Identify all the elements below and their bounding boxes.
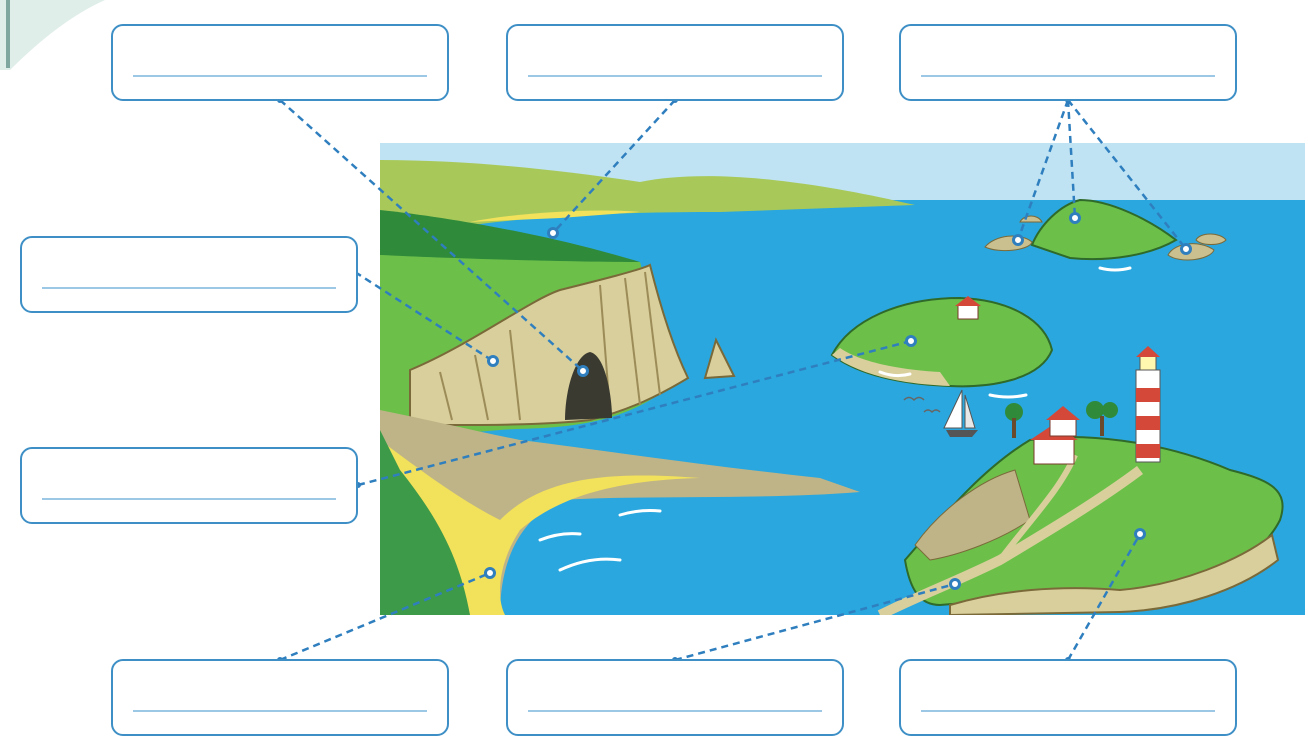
lighthouse-icon [1135,346,1161,463]
answer-line [133,710,427,712]
far-headland [380,160,915,226]
leader-lines [279,99,1187,662]
leader-box-top-left [279,99,584,372]
answer-line [921,75,1215,77]
seagull-icon [903,396,941,414]
waves [538,266,1132,572]
label-box-bottom-right[interactable] [899,659,1237,736]
trees [1005,401,1118,438]
leader-box-top-right-a [1016,99,1070,241]
archipelago-islet-small [1195,233,1227,245]
label-box-middle-left-upper[interactable] [20,236,358,313]
dot-peninsula [1134,528,1146,540]
dot-bay [547,227,559,239]
leader-box-top-center [552,99,676,234]
corner-decoration [0,0,105,70]
dot-beach [484,567,496,579]
answer-line [42,498,336,500]
house-icon [1030,406,1080,465]
island-house-icon [955,296,981,320]
answer-line [528,710,822,712]
target-dots [484,212,1192,590]
answer-line [528,75,822,77]
answer-line [42,287,336,289]
answer-line [133,75,427,77]
dot-cliff [487,355,499,367]
leader-box-middle-left-upper [354,270,494,363]
sailboat-icon [943,389,978,437]
sea-cave [565,352,612,420]
dot-archipelago-3 [1180,243,1192,255]
island-cliff [832,348,950,386]
landscape-picture [380,143,1305,615]
peninsula-rocks [914,469,1031,561]
leader-box-top-right-b [1066,99,1077,219]
beach-sand [380,440,700,615]
label-box-top-right[interactable] [899,24,1237,101]
cliff-face [409,263,690,427]
label-box-bottom-left[interactable] [111,659,449,736]
peninsula-cliff [949,533,1280,615]
label-box-bottom-center[interactable] [506,659,844,736]
beach-vegetation [380,430,470,615]
dot-archipelago-1 [1012,234,1024,246]
label-box-middle-left-lower[interactable] [20,447,358,524]
footpath [997,453,1078,562]
far-beach [470,210,640,222]
leader-box-bottom-center [674,582,956,662]
dot-cave [577,365,589,377]
leader-box-bottom-left [279,571,491,662]
dot-island [905,335,917,347]
dot-isthmus [949,578,961,590]
archipelago-main-islet [1030,198,1178,261]
label-box-top-center[interactable] [506,24,844,101]
leader-box-bottom-right [1066,533,1142,661]
label-box-top-left[interactable] [111,24,449,101]
dot-archipelago-2 [1069,212,1081,224]
sea-stack [703,337,736,380]
answer-line [921,710,1215,712]
leader-box-top-right-c [1067,99,1187,250]
